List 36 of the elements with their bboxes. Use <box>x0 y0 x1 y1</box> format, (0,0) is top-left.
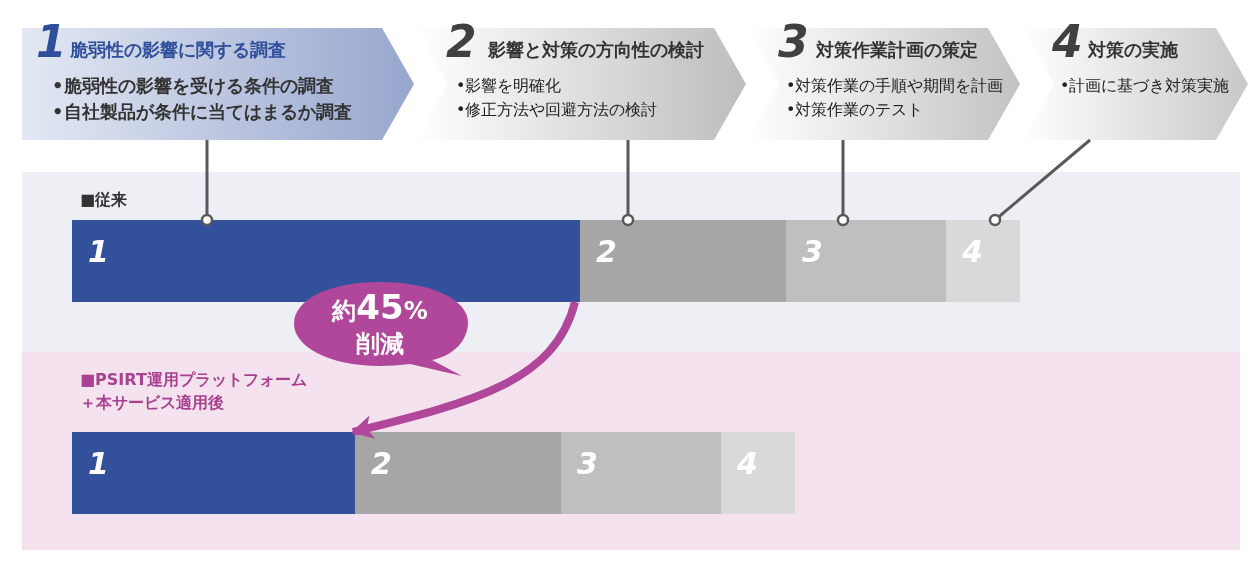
bar-number: 1 <box>88 234 109 269</box>
bar-number: 2 <box>596 234 617 269</box>
leader-line <box>621 140 635 227</box>
bullet-item: •影響を明確化 <box>456 76 562 97</box>
bullet-item: •修正方法や回避方法の検討 <box>456 100 658 121</box>
timeline-bar <box>721 432 795 514</box>
step-title: 対策作業計画の策定 <box>816 38 978 62</box>
step-number: 2 <box>446 20 477 64</box>
timeline-bar <box>561 432 721 514</box>
curved-arrow <box>351 300 579 439</box>
timeline-bar <box>946 220 1020 302</box>
bar-number: 1 <box>88 446 109 481</box>
bullet-item: •自社製品が条件に当てはまるか調査 <box>52 100 352 124</box>
row-label: ■PSIRT運用プラットフォーム＋本サービス適用後 <box>80 369 308 415</box>
timeline-bar <box>72 432 355 514</box>
bullet-item: •対策作業の手順や期間を計画 <box>786 76 1004 97</box>
bullet-item: •脆弱性の影響を受ける条件の調査 <box>52 74 334 98</box>
bar-number: 3 <box>577 446 598 481</box>
bar-number: 2 <box>371 446 392 481</box>
step-title: 脆弱性の影響に関する調査 <box>70 38 286 62</box>
callout-text: 約45%削減 <box>330 286 429 359</box>
leader-line <box>836 140 850 227</box>
step-title: 対策の実施 <box>1088 38 1178 62</box>
bullet-item: •対策作業のテスト <box>786 100 924 121</box>
step-number: 4 <box>1052 20 1083 64</box>
leader-line <box>988 138 1091 227</box>
bar-number: 3 <box>802 234 823 269</box>
step-number: 3 <box>778 20 809 64</box>
timeline-bar <box>355 432 561 514</box>
leader-line <box>200 140 214 227</box>
step-title: 影響と対策の方向性の検討 <box>488 38 704 62</box>
row-label: ■従来 <box>80 189 129 211</box>
step-number: 1 <box>36 20 67 64</box>
timeline-bar <box>580 220 786 302</box>
bullet-item: •計画に基づき対策実施 <box>1060 76 1230 97</box>
timeline-bar <box>786 220 946 302</box>
